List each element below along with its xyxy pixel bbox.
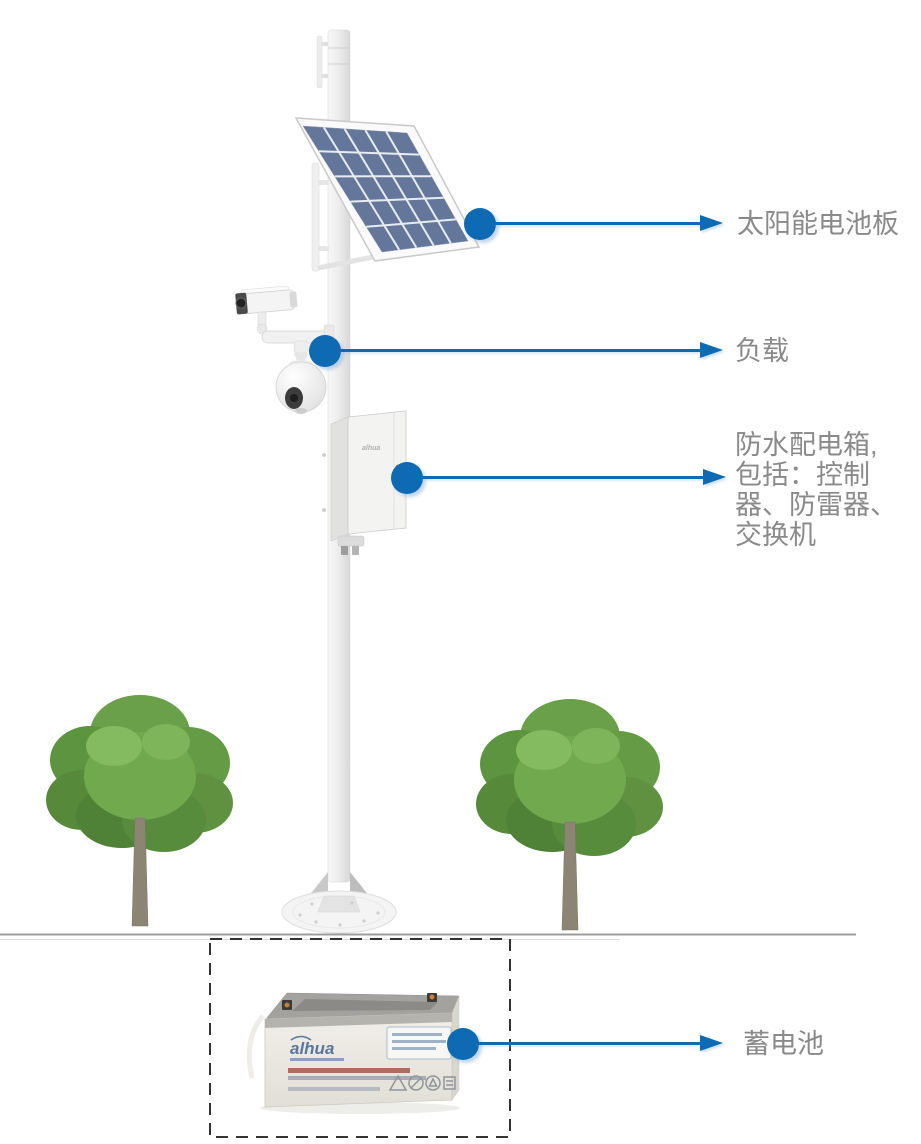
callout-dot-distribution-box (391, 462, 423, 494)
callout-line-solar-panel (494, 222, 702, 225)
battery-warning-icons (388, 1074, 456, 1091)
distribution-box-label-line1: 防水配电箱, (735, 430, 878, 460)
ptz-dome-camera (275, 360, 327, 414)
callout-arrow-battery (700, 1035, 723, 1051)
callout-arrow-solar-panel (700, 215, 723, 231)
callout-dot-solar-panel (464, 208, 496, 240)
bullet-camera (235, 285, 298, 315)
callout-label-load: 负载 (735, 336, 789, 366)
underground-dashed-box (209, 938, 511, 1138)
battery-brand-logo: alhua (290, 1039, 334, 1058)
distribution-box-label-line2: 包括：控制 (735, 460, 870, 490)
ground-line (0, 933, 856, 940)
callout-arrow-distribution-box (703, 469, 726, 485)
battery: alhua (246, 992, 460, 1114)
tree-left (45, 694, 234, 927)
pole-base (281, 872, 397, 934)
callout-label-battery: 蓄电池 (743, 1029, 824, 1059)
battery-terminals (282, 993, 437, 1010)
callout-line-load (340, 349, 702, 352)
distribution-box: alhua (322, 410, 407, 555)
callout-label-solar-panel: 太阳能电池板 (737, 209, 899, 239)
distribution-box-brand-logo: alhua (362, 445, 380, 452)
distribution-box-label-line3: 器、防雷器、 (735, 490, 897, 520)
distribution-box-label-line4: 交换机 (735, 520, 816, 550)
solar-panel (294, 117, 481, 262)
tree-right (475, 698, 664, 931)
callout-label-distribution-box: 防水配电箱, 包括：控制 器、防雷器、 交换机 (735, 430, 921, 550)
callout-arrow-load (700, 342, 723, 358)
callout-line-battery (477, 1042, 702, 1045)
callout-line-distribution-box (421, 476, 704, 479)
solar-panel-mount (311, 162, 379, 272)
callout-dot-battery (447, 1028, 479, 1060)
callout-dot-load (309, 335, 341, 367)
